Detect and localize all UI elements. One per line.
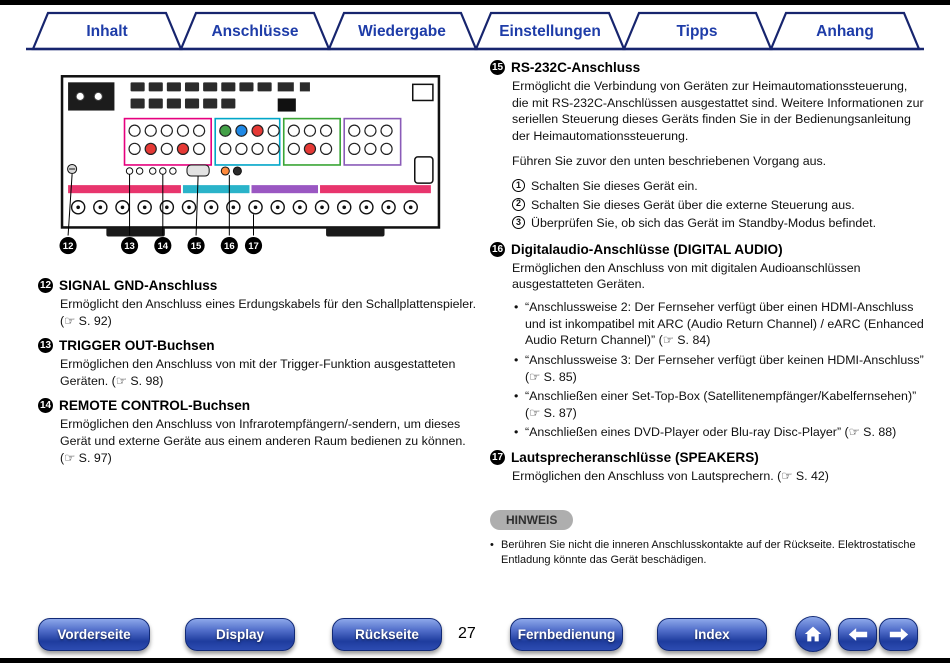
section-body: Ermöglicht den Anschluss eines Erdungska… xyxy=(60,297,477,328)
section-heading: 17 Lautsprecheranschlüsse (SPEAKERS) xyxy=(490,449,924,465)
circled-number-15: 15 xyxy=(490,60,505,75)
link-item[interactable]: “Anschlussweise 3: Der Fernseher verfügt… xyxy=(514,352,924,385)
ac-inlet xyxy=(414,156,434,184)
link-item[interactable]: “Anschlussweise 2: Der Fernseher verfügt… xyxy=(514,299,924,349)
callout-13: 13 xyxy=(124,241,135,252)
previous-page-button[interactable] xyxy=(838,618,877,651)
footer-navigation: Vorderseite Display Rückseite 27 Fernbed… xyxy=(0,616,950,658)
callout-numbers: 12 13 14 15 16 17 xyxy=(59,237,263,255)
section-body: Ermöglicht die Verbindung von Geräten zu… xyxy=(512,79,924,143)
rear-panel-illustration: 12 13 14 15 16 17 xyxy=(59,75,441,255)
top-rule xyxy=(0,0,950,5)
step-2: 2 Schalten Sie dieses Gerät über die ext… xyxy=(512,196,924,215)
callout-15: 15 xyxy=(191,241,202,252)
circled-number-14: 14 xyxy=(38,398,53,414)
foot-left xyxy=(106,227,165,237)
digital-optical-jack xyxy=(232,166,242,176)
speaker-terminal-centers xyxy=(76,205,413,210)
step-number-1: 1 xyxy=(512,179,525,193)
section-body: Ermöglichen den Anschluss von mit der Tr… xyxy=(60,357,456,388)
label-strips xyxy=(68,185,431,194)
section-body-2: Führen Sie zuvor den unten beschriebenen… xyxy=(512,154,827,169)
right-column: 15 RS-232C-Anschluss Ermöglicht die Verb… xyxy=(490,60,924,568)
step-text: Überprüfen Sie, ob sich das Gerät im Sta… xyxy=(531,216,877,231)
section-heading: 13 TRIGGER OUT-Buchsen xyxy=(38,338,478,354)
tab-label-inhalt[interactable]: Inhalt xyxy=(86,23,127,40)
section-title: SIGNAL GND-Anschluss xyxy=(59,278,218,293)
bottom-rule xyxy=(0,658,950,663)
section-title: RS-232C-Anschluss xyxy=(511,60,641,75)
callout-17: 17 xyxy=(248,241,259,252)
vorderseite-button[interactable]: Vorderseite xyxy=(38,618,150,651)
home-icon xyxy=(804,626,822,642)
display-button[interactable]: Display xyxy=(185,618,295,651)
connector-group-outlines xyxy=(123,117,402,166)
right-arrow-icon xyxy=(889,628,908,641)
antenna-module xyxy=(68,82,115,111)
section-speakers: 17 Lautsprecheranschlüsse (SPEAKERS) Erm… xyxy=(490,449,924,485)
section-heading: 16 Digitalaudio-Anschlüsse (DIGITAL AUDI… xyxy=(490,241,924,257)
step-text: Schalten Sie dieses Gerät ein. xyxy=(531,179,698,194)
section-body: Ermöglichen den Anschluss von Lautsprech… xyxy=(512,468,829,483)
section-signal-gnd: 12 SIGNAL GND-Anschluss Ermöglicht den A… xyxy=(38,278,478,329)
note-block: HINWEIS Berühren Sie nicht die inneren A… xyxy=(490,494,924,569)
circled-number-12: 12 xyxy=(38,278,53,293)
step-3: 3 Überprüfen Sie, ob sich das Gerät im S… xyxy=(512,214,924,233)
rca-jacks xyxy=(128,124,393,155)
section-heading: 14 REMOTE CONTROL-Buchsen xyxy=(38,398,478,414)
rs232c-steps: 1 Schalten Sie dieses Gerät ein. 2 Schal… xyxy=(512,177,924,233)
callout-16: 16 xyxy=(224,241,235,252)
hinweis-badge: HINWEIS xyxy=(490,509,574,530)
section-title: Lautsprecheranschlüsse (SPEAKERS) xyxy=(511,449,759,465)
step-1: 1 Schalten Sie dieses Gerät ein. xyxy=(512,177,924,196)
section-body: Ermöglichen den Anschluss von mit digita… xyxy=(512,260,861,292)
tab-label-anschluesse[interactable]: Anschlüsse xyxy=(211,23,298,40)
step-text: Schalten Sie dieses Gerät über die exter… xyxy=(531,197,855,212)
fernbedienung-button[interactable]: Fernbedienung xyxy=(510,618,623,651)
tab-navigation: Inhalt Anschlüsse Wiedergabe Einstellung… xyxy=(26,11,924,51)
fm-am-terminal xyxy=(411,83,434,102)
circled-number-17: 17 xyxy=(490,449,505,465)
callout-leader-lines xyxy=(67,174,255,236)
digital-audio-links: “Anschlussweise 2: Der Fernseher verfügt… xyxy=(514,299,924,441)
link-item[interactable]: “Anschließen einer Set-Top-Box (Satellit… xyxy=(514,388,924,421)
section-title: TRIGGER OUT-Buchsen xyxy=(59,338,215,354)
section-digital-audio: 16 Digitalaudio-Anschlüsse (DIGITAL AUDI… xyxy=(490,241,924,441)
link-item[interactable]: “Anschließen eines DVD-Player oder Blu-r… xyxy=(514,424,924,441)
step-number-2: 2 xyxy=(512,197,525,211)
page-number: 27 xyxy=(458,625,476,642)
circled-number-13: 13 xyxy=(38,338,53,354)
circled-number-16: 16 xyxy=(490,241,505,257)
trigger-remote-jacks xyxy=(125,167,177,175)
rueckseite-button[interactable]: Rückseite xyxy=(332,618,442,651)
left-column: 12 13 14 15 16 17 12 SIGNAL GND-Anschlus… xyxy=(38,62,478,475)
hdmi-ports xyxy=(130,82,310,109)
step-number-3: 3 xyxy=(512,216,525,230)
tab-label-wiedergabe[interactable]: Wiedergabe xyxy=(358,23,446,40)
rs232c-port xyxy=(186,164,210,177)
section-heading: 15 RS-232C-Anschluss xyxy=(490,60,924,75)
section-title: Digitalaudio-Anschlüsse (DIGITAL AUDIO) xyxy=(511,241,783,257)
section-rs232c: 15 RS-232C-Anschluss Ermöglicht die Verb… xyxy=(490,60,924,233)
note-text: Berühren Sie nicht die inneren Anschluss… xyxy=(490,538,924,569)
section-body: Ermöglichen den Anschluss von Infrarotem… xyxy=(60,417,466,465)
section-trigger-out: 13 TRIGGER OUT-Buchsen Ermöglichen den A… xyxy=(38,338,478,389)
callout-12: 12 xyxy=(63,241,74,252)
left-arrow-icon xyxy=(848,628,867,641)
tab-label-tipps[interactable]: Tipps xyxy=(676,23,717,40)
home-button[interactable] xyxy=(795,616,831,652)
section-remote-control: 14 REMOTE CONTROL-Buchsen Ermöglichen de… xyxy=(38,398,478,466)
callout-14: 14 xyxy=(157,241,168,252)
section-title: REMOTE CONTROL-Buchsen xyxy=(59,398,251,414)
section-heading: 12 SIGNAL GND-Anschluss xyxy=(38,278,478,293)
foot-right xyxy=(326,227,385,237)
network-port xyxy=(277,98,296,112)
next-page-button[interactable] xyxy=(879,618,918,651)
tab-label-einstellungen[interactable]: Einstellungen xyxy=(499,23,601,40)
index-button[interactable]: Index xyxy=(657,618,767,651)
tab-label-anhang[interactable]: Anhang xyxy=(816,23,874,40)
digital-coax-jack xyxy=(220,166,230,176)
